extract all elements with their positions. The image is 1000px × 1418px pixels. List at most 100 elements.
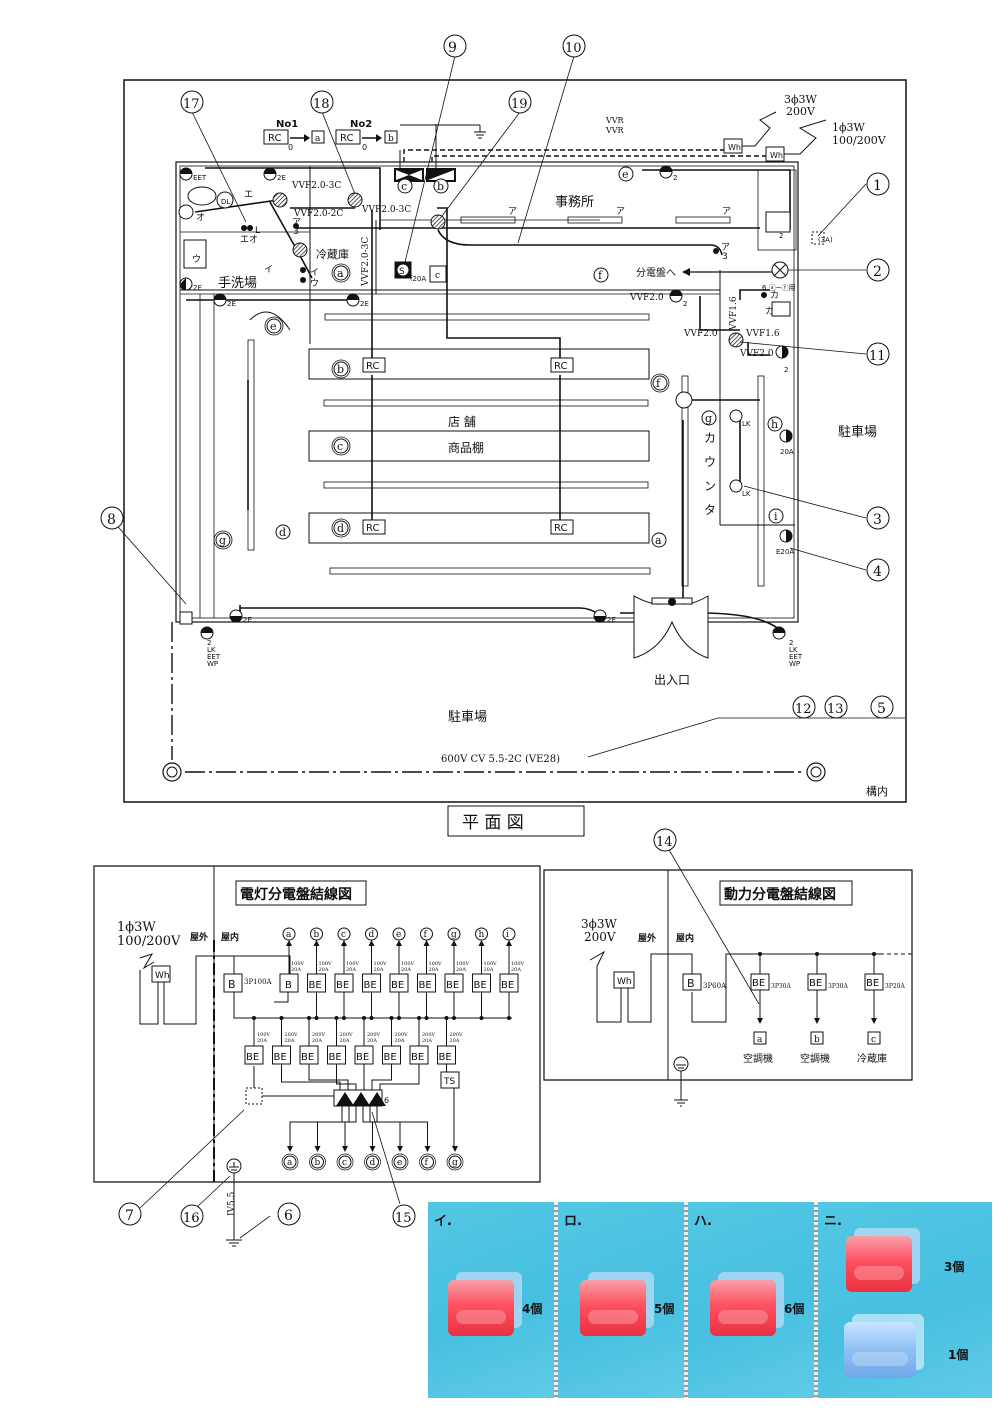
callout-14: 14: [656, 835, 673, 850]
svg-text:6 ⓐ~ⓕ用: 6 ⓐ~ⓕ用: [762, 284, 796, 292]
svg-text:1ϕ3W: 1ϕ3W: [117, 920, 156, 935]
power-panel-border: [543, 869, 913, 1081]
choice-label: イ.: [434, 1214, 452, 1229]
svg-text:b: b: [315, 1158, 321, 1168]
plan-callouts: [111, 55, 867, 605]
output-d: d: [362, 1106, 381, 1171]
svg-text:0: 0: [362, 143, 367, 152]
svg-text:BE: BE: [274, 1052, 287, 1063]
output-g: g: [446, 1088, 464, 1171]
svg-text:f: f: [425, 1158, 429, 1168]
svg-text:LK: LK: [742, 490, 751, 498]
svg-text:2: 2: [207, 639, 211, 647]
circuit-mark: d: [369, 930, 375, 940]
svg-text:2E: 2E: [243, 616, 252, 624]
svg-text:200V: 200V: [285, 1032, 299, 1038]
svg-text:a: a: [287, 1158, 293, 1168]
handhole-left: [162, 762, 182, 782]
lighting-panel-border: [93, 865, 541, 1183]
svg-text:d: d: [337, 522, 344, 535]
shelf-rc-switches: RC RC RC RC: [362, 357, 574, 535]
svg-text:DL: DL: [221, 198, 230, 206]
svg-text:e: e: [270, 320, 277, 333]
callout-19: 19: [511, 97, 528, 112]
svg-text:No2: No2: [350, 119, 372, 130]
svg-text:20A: 20A: [511, 967, 521, 973]
junction-box-17: [272, 192, 288, 208]
svg-text:2: 2: [673, 174, 677, 182]
washroom-label: 手洗場: [218, 276, 257, 291]
output-c: c: [336, 1106, 357, 1171]
pull-box-8: [179, 611, 193, 625]
svg-text:タ: タ: [704, 503, 716, 517]
separator: [554, 1202, 558, 1398]
underground-cable-label: 600V CV 5.5-2C (VE28): [441, 754, 560, 765]
washroom-door: [249, 311, 291, 331]
svg-text:カ: カ: [765, 306, 774, 317]
svg-text:RC: RC: [366, 361, 379, 372]
circuit-mark: f: [424, 930, 428, 940]
red-connector-icon: [846, 1236, 912, 1292]
svg-text:100V: 100V: [401, 961, 415, 967]
svg-text:2: 2: [683, 300, 687, 308]
callout-11: 11: [869, 349, 886, 364]
callout-10: 10: [565, 41, 582, 56]
circuit-mark: h: [479, 930, 485, 940]
svg-text:BE: BE: [419, 980, 432, 991]
svg-text:g: g: [219, 534, 226, 547]
svg-text:200V: 200V: [395, 1032, 409, 1038]
svg-text:RC: RC: [554, 523, 567, 534]
svg-text:20A: 20A: [285, 1038, 295, 1044]
callout-6: 6: [284, 1208, 293, 1224]
svg-text:ア: ア: [292, 218, 301, 228]
svg-text:20A: 20A: [319, 967, 329, 973]
red-connector-icon: [448, 1280, 514, 1336]
svg-text:LK: LK: [789, 646, 798, 654]
svg-text:BE: BE: [439, 1052, 452, 1063]
svg-text:20A: 20A: [257, 1038, 267, 1044]
box-c: [429, 265, 447, 283]
entrance-label: 出入口: [654, 673, 690, 687]
svg-text:20A: 20A: [450, 1038, 460, 1044]
junction-boxes: [272, 192, 744, 348]
svg-text:RC: RC: [340, 133, 353, 144]
choice-i[interactable]: イ. 4個: [428, 1202, 554, 1398]
svg-text:h: h: [771, 418, 778, 431]
svg-text:3P100A: 3P100A: [244, 978, 273, 986]
svg-text:200V: 200V: [584, 930, 616, 944]
svg-text:BE: BE: [336, 980, 349, 991]
svg-text:イ: イ: [264, 265, 273, 275]
svg-text:ウ: ウ: [310, 278, 319, 289]
svg-text:VVF1.6: VVF1.6: [729, 296, 739, 331]
junction-box-19: [430, 214, 446, 230]
circuit-mark: a: [286, 930, 292, 940]
choice-ro[interactable]: ロ. 5個: [558, 1202, 684, 1398]
circuit-mark: e: [396, 930, 401, 940]
choice-ha[interactable]: ハ. 6個: [688, 1202, 814, 1398]
plan-title-box: [447, 805, 585, 837]
svg-text:ア: ア: [721, 243, 730, 253]
svg-text:200V: 200V: [450, 1032, 464, 1038]
choice-ni[interactable]: ニ. 3個 1個: [818, 1202, 992, 1398]
svg-text:100V: 100V: [456, 961, 470, 967]
svg-text:RC: RC: [554, 361, 567, 372]
svg-text:c: c: [342, 1158, 347, 1168]
premises-label: 構内: [866, 784, 888, 798]
separator: [814, 1202, 818, 1398]
svg-text:B: B: [687, 977, 695, 990]
svg-text:20A: 20A: [346, 967, 356, 973]
svg-text:2: 2: [779, 232, 783, 240]
svg-text:屋外: 屋外: [190, 931, 208, 943]
svg-text:f: f: [598, 269, 603, 282]
svg-text:ア: ア: [508, 207, 517, 217]
lighting-panel-title-box: [235, 880, 367, 906]
svg-text:BE: BE: [501, 980, 514, 991]
store-label: 店 舗: [448, 415, 476, 429]
single-phase-label: 1ϕ3W: [832, 121, 865, 134]
svg-text:20A: 20A: [374, 967, 384, 973]
